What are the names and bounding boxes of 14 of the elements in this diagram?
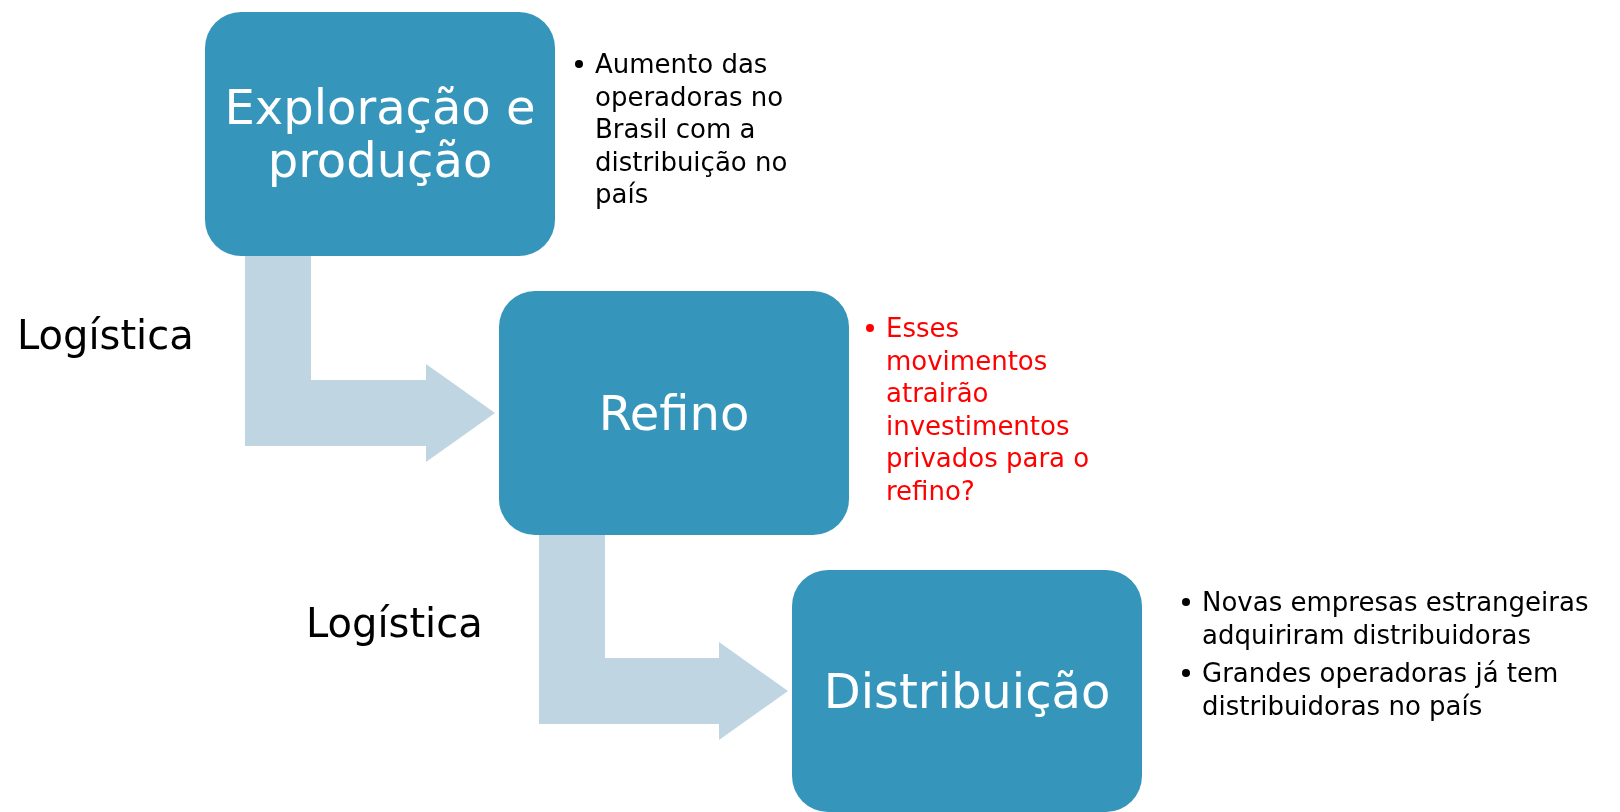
stage-label: Logística <box>17 312 194 358</box>
process-box <box>499 291 849 535</box>
process-box <box>792 570 1142 812</box>
box-title: Refino <box>598 386 750 440</box>
bent-arrow <box>245 256 495 462</box>
bullet-text: Novas empresas estrangeiras adquiriram distribuidoras <box>1202 586 1590 651</box>
stage-label: Logística <box>306 600 483 646</box>
process-box <box>205 12 555 256</box>
bent-arrow <box>539 535 788 740</box>
bullet-text: Aumento das operadoras no Brasil com a distribuição no país <box>595 48 789 211</box>
bullet-text: Esses movimentos atrairão investimentos privados para o refino? <box>886 312 1091 507</box>
bullet-text: Grandes operadoras já tem distribuidoras no país <box>1202 657 1560 722</box>
box-title: Distribuição <box>823 664 1111 718</box>
box-title: Exploração e produção <box>223 81 537 187</box>
